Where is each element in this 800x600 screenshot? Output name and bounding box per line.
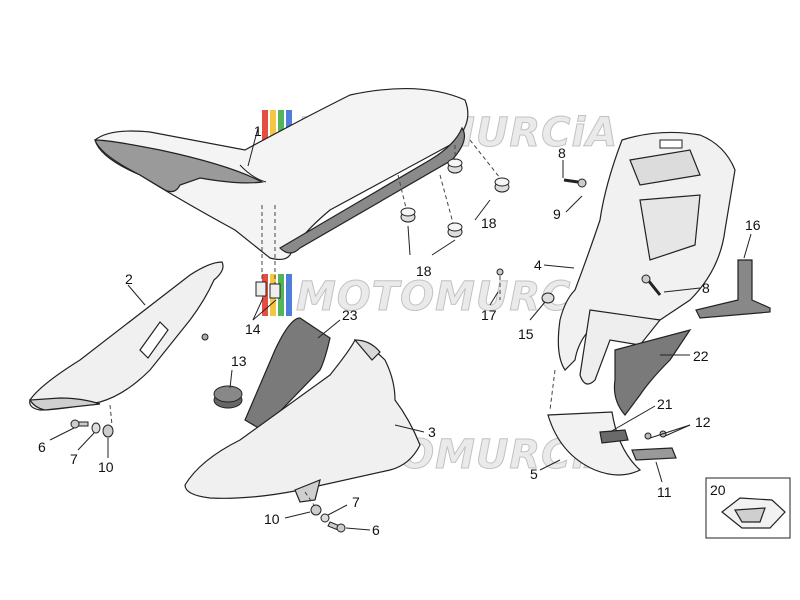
callout-14: 14 [245, 321, 261, 337]
callout-9: 9 [553, 206, 561, 222]
rear-mudguard-part [557, 131, 736, 385]
callout-1: 1 [254, 123, 262, 139]
callout-10-right: 10 [264, 511, 280, 527]
dark-panel-part-23 [244, 317, 331, 431]
screw-part-12 [644, 430, 667, 440]
dark-panel-part-22 [613, 329, 692, 416]
callout-2: 2 [125, 271, 133, 287]
bracket-part-16 [695, 259, 771, 319]
callout-8-lower: 8 [702, 280, 710, 296]
grommet-set-lower [397, 174, 463, 238]
callout-6-right: 6 [372, 522, 380, 538]
callout-10-left: 10 [98, 459, 114, 475]
washer-part-15 [541, 292, 555, 304]
callout-23: 23 [342, 307, 358, 323]
inset-box-20 [705, 477, 791, 539]
callout-15: 15 [518, 326, 534, 342]
callout-7-left: 7 [70, 451, 78, 467]
callout-22: 22 [693, 348, 709, 364]
callout-5: 5 [530, 466, 538, 482]
callout-labels: 1 2 3 4 5 6 6 7 7 8 8 9 10 10 11 12 13 1… [38, 123, 761, 538]
grommet-set-upper [447, 139, 510, 193]
callout-21: 21 [657, 396, 673, 412]
seat-part [94, 87, 469, 261]
splash-guard-part-5 [547, 411, 642, 476]
callout-4: 4 [534, 257, 542, 273]
callout-18-upper: 18 [481, 215, 497, 231]
callout-20: 20 [710, 482, 726, 498]
round-cap-part-13 [213, 385, 243, 409]
left-side-panel-part [28, 261, 224, 411]
callout-18-lower: 18 [416, 263, 432, 279]
screw-part-8-lower [641, 274, 662, 296]
screw-part-17 [496, 268, 504, 300]
callout-6-left: 6 [38, 439, 46, 455]
fastener-set-left [70, 404, 114, 438]
callout-13: 13 [231, 353, 247, 369]
callout-8-upper: 8 [558, 145, 566, 161]
leader-lines [49, 127, 752, 531]
callout-17: 17 [481, 307, 497, 323]
callout-16: 16 [745, 217, 761, 233]
fastener-set-right [304, 491, 346, 533]
callout-7-right: 7 [352, 494, 360, 510]
watermark-middle: MOTOMURCiA [262, 274, 618, 321]
callout-3: 3 [428, 424, 436, 440]
screw-part-8-upper [563, 178, 587, 188]
clip-part-14 [255, 281, 281, 299]
watermark-text: MOTOMURCiA [296, 274, 618, 320]
callout-12: 12 [695, 414, 711, 430]
plate-part-11 [631, 447, 677, 461]
right-side-panel-part [184, 339, 421, 503]
callout-11: 11 [657, 484, 672, 500]
